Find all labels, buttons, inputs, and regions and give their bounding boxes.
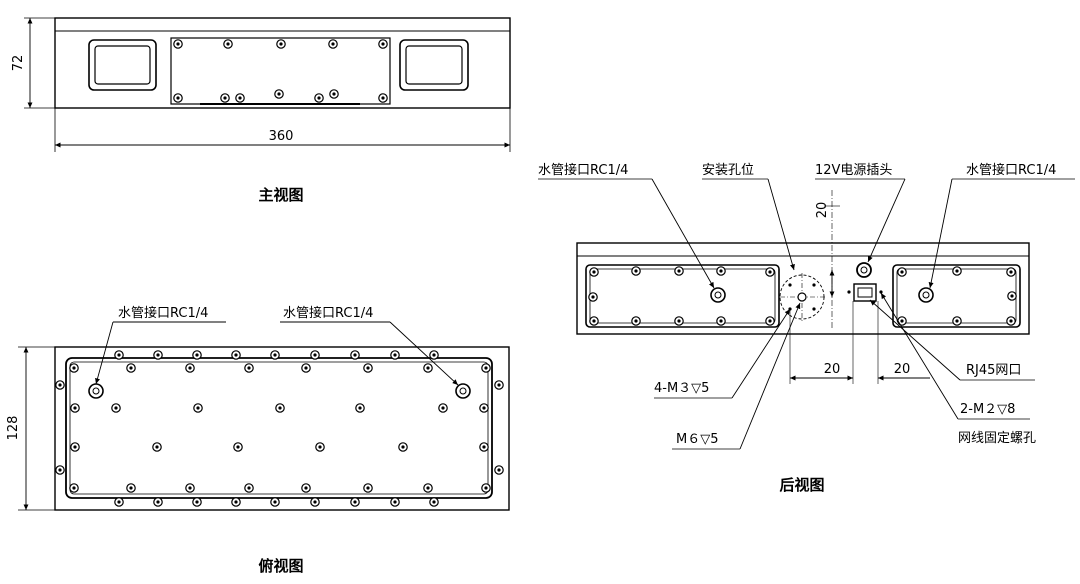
front-view: 72 360 主视图 xyxy=(11,17,511,204)
back-right-plate xyxy=(892,264,1021,328)
back-water-port-right xyxy=(918,287,934,303)
label-water-port-back-right: 水管接口RC1/4 xyxy=(966,162,1056,178)
top-view-title: 俯视图 xyxy=(258,557,303,575)
top-plate xyxy=(65,357,493,499)
leader-top-right xyxy=(389,321,459,386)
label-water-port-top-left: 水管接口RC1/4 xyxy=(118,305,208,321)
m6-hole xyxy=(797,292,807,302)
power-plug xyxy=(856,262,872,278)
label-power: 12V电源插头 xyxy=(815,163,892,178)
label-rj45: RJ45网口 xyxy=(966,363,1021,378)
front-left-window-inner xyxy=(94,45,151,85)
back-view: 20 20 20 水管接口RC1/4 安装孔位 12V电源插头 水管接口RC1/… xyxy=(538,162,1075,494)
label-net-screw: 网线固定螺孔 xyxy=(958,431,1036,446)
back-view-title: 后视图 xyxy=(779,476,824,494)
label-m6: M６▽5 xyxy=(676,432,719,447)
dim-360: 360 xyxy=(269,129,294,144)
front-view-title: 主视图 xyxy=(258,186,303,204)
dim-128: 128 xyxy=(6,416,21,441)
leader-top-left xyxy=(95,321,114,385)
dim-72: 72 xyxy=(11,55,26,72)
front-right-window-inner xyxy=(405,45,463,85)
label-4-m3: 4-M３▽5 xyxy=(654,381,709,396)
back-left-plate xyxy=(585,264,780,328)
top-water-port-right xyxy=(455,383,471,399)
top-view: 水管接口RC1/4 水管接口RC1/4 128 俯视图 xyxy=(6,305,510,575)
label-mount: 安装孔位 xyxy=(702,163,754,178)
dim-h1-20: 20 xyxy=(824,362,841,377)
label-water-port-top-right: 水管接口RC1/4 xyxy=(283,305,373,321)
dim-h2-20: 20 xyxy=(894,362,911,377)
label-water-port-back-left: 水管接口RC1/4 xyxy=(538,162,628,178)
label-2-m2: 2-M２▽8 xyxy=(960,402,1015,417)
dim-vertical-20: 20 xyxy=(815,202,830,219)
top-water-port-left xyxy=(88,383,104,399)
rj45-port xyxy=(853,283,877,302)
back-water-port-left xyxy=(710,287,726,303)
